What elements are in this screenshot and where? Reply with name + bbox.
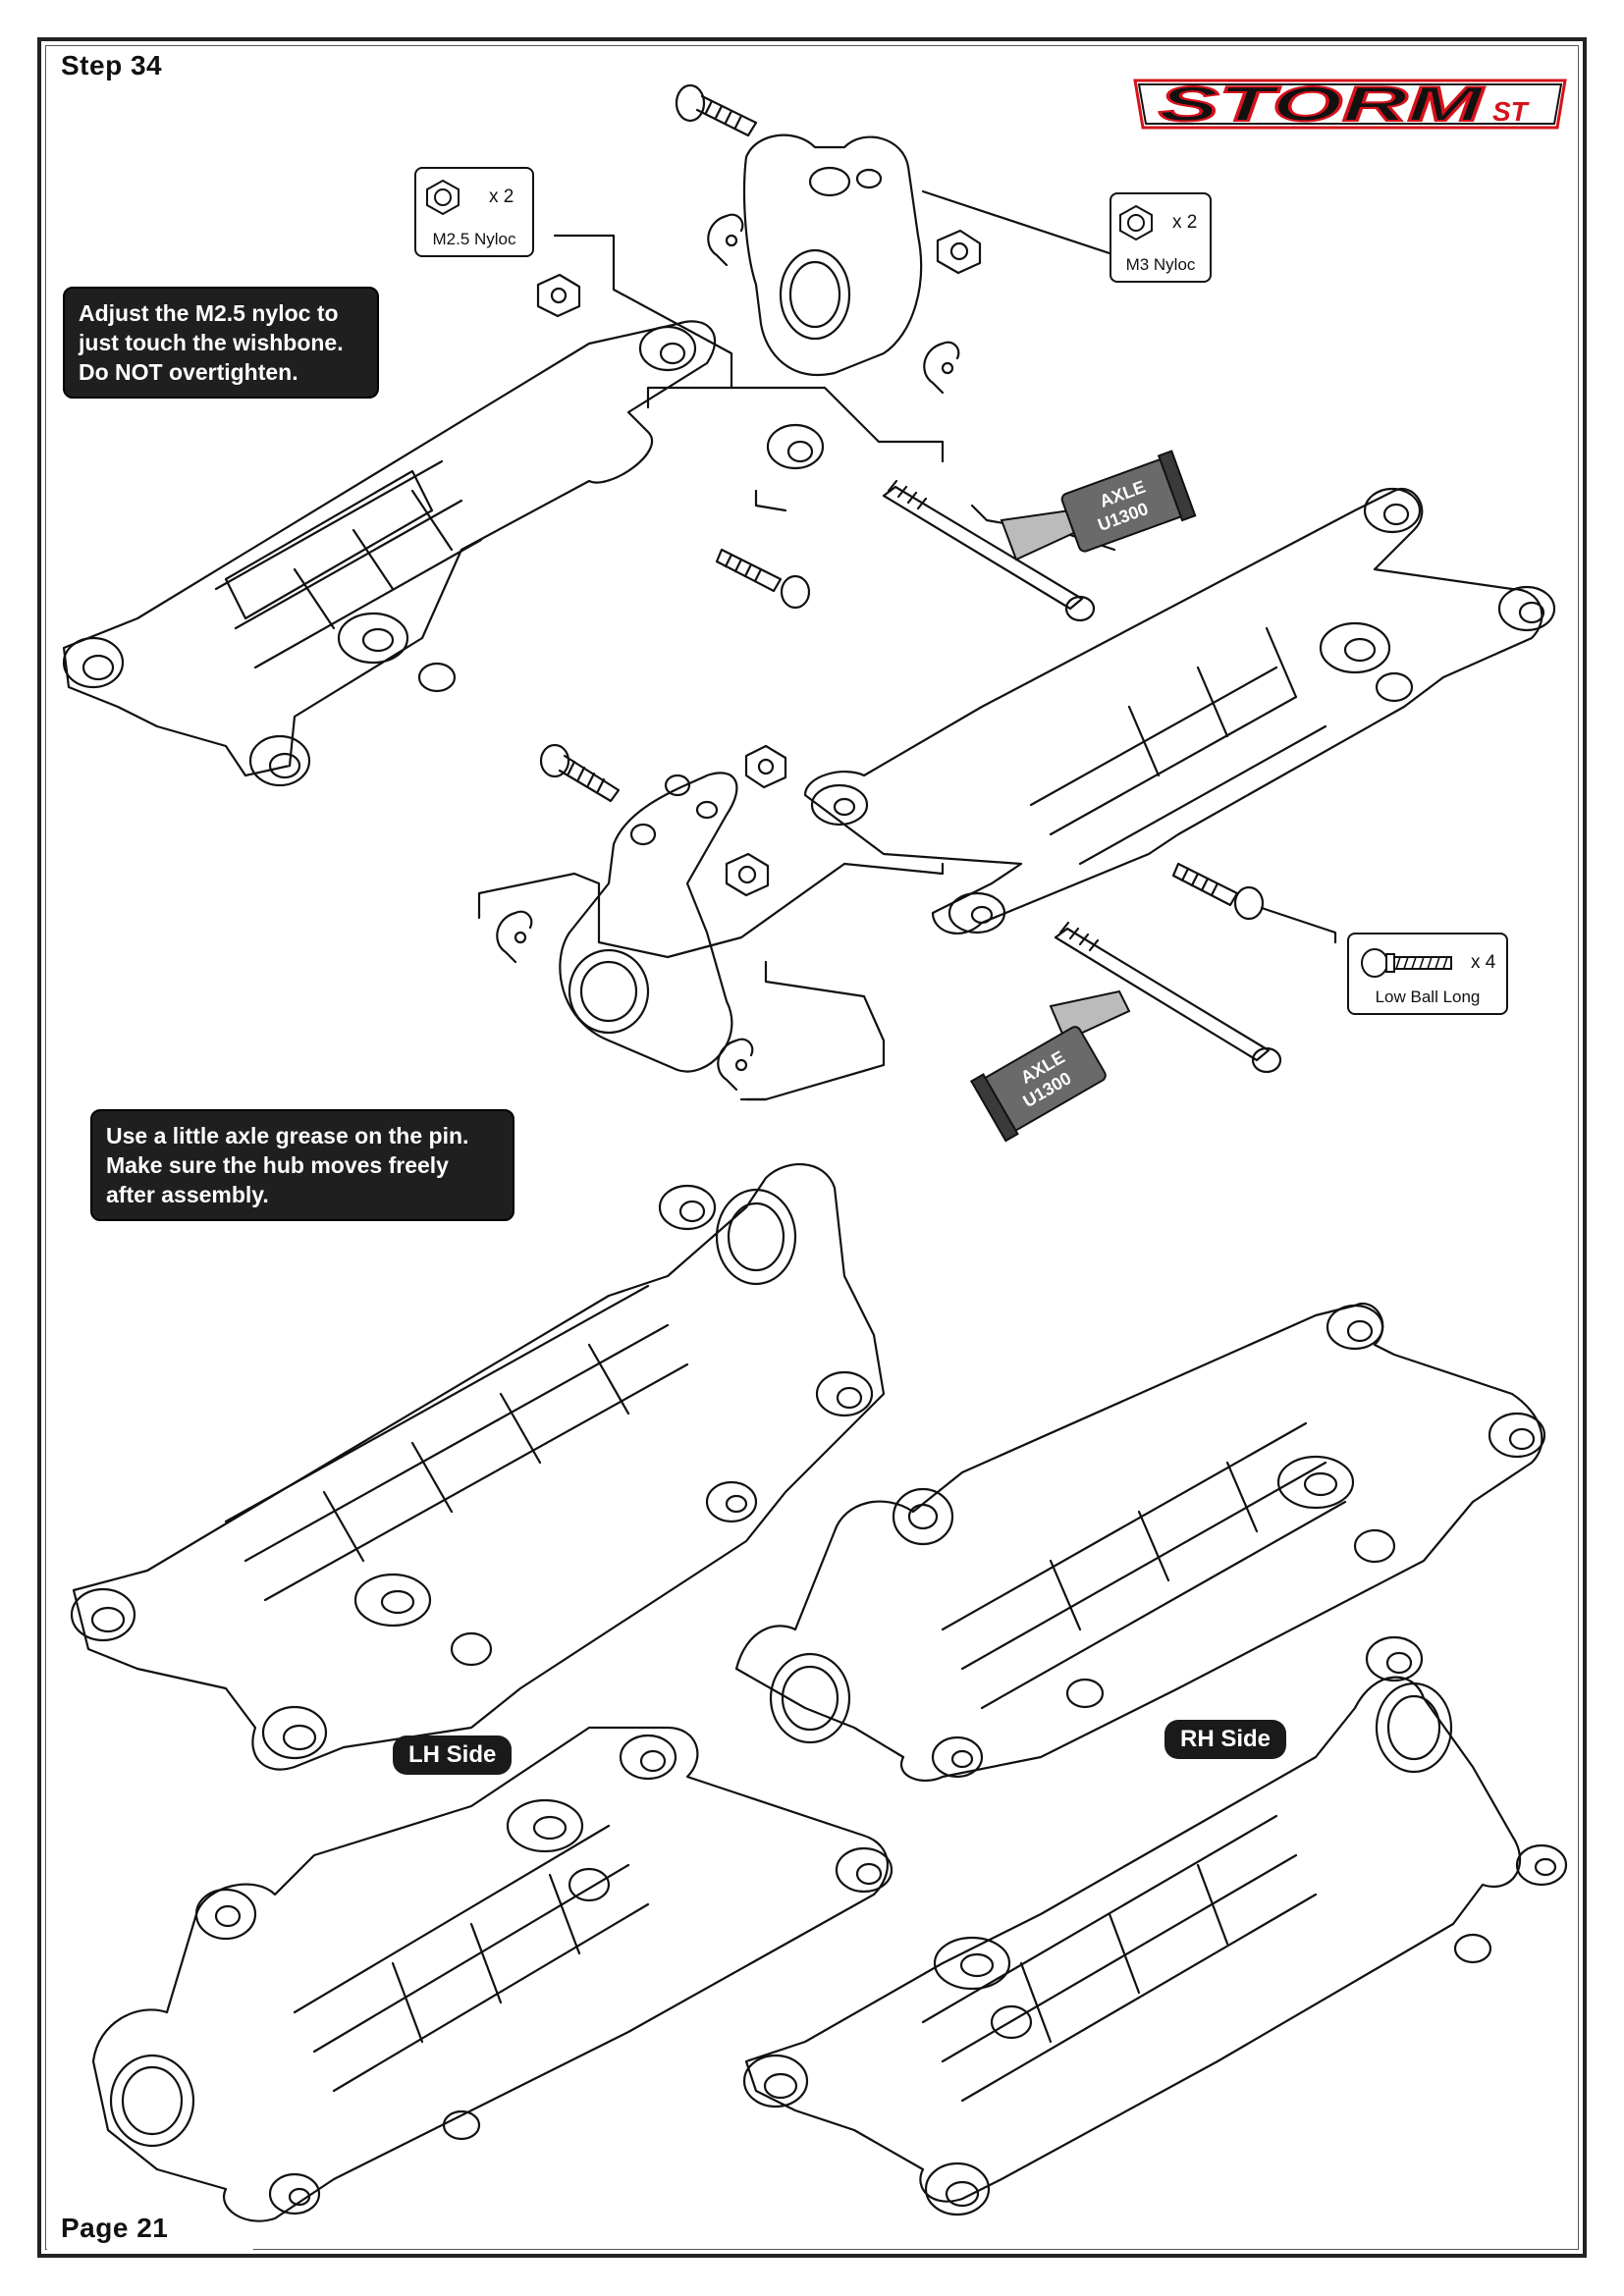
hinge-pin-top xyxy=(882,479,1096,622)
m25-nyloc-nut-top xyxy=(536,273,581,318)
ball-stud-mid-2 xyxy=(539,743,621,803)
m3-nyloc-name: M3 Nyloc xyxy=(1125,255,1196,274)
rh-side-label: RH Side xyxy=(1164,1720,1287,1759)
page-number: Page 21 xyxy=(47,2209,253,2250)
m3-nyloc-nut-mid-1 xyxy=(744,744,787,789)
callout-grease-line-1: Use a little axle grease on the pin. xyxy=(106,1123,469,1148)
e-clip-1 xyxy=(707,213,744,267)
ball-stud-mid-1 xyxy=(715,548,811,610)
part-box-m3-nyloc: x 2 M3 Nyloc xyxy=(1110,192,1212,283)
m3-nyloc-nut-mid-2 xyxy=(725,852,770,897)
logo-storm-text: STORM xyxy=(1159,77,1485,132)
wishbone-top-right xyxy=(803,487,1556,934)
assembled-lh-large xyxy=(70,1163,886,1771)
m25-nyloc-qty: x 2 xyxy=(489,187,514,207)
m25-nyloc-name: M2.5 Nyloc xyxy=(432,230,516,248)
callout-grease-line-2: Make sure the hub moves freely xyxy=(106,1152,449,1178)
storm-st-logo: STORM ST xyxy=(1133,76,1567,133)
part-box-m25-nyloc: x 2 M2.5 Nyloc xyxy=(414,167,534,257)
page-inner-border xyxy=(45,45,1579,2250)
e-clip-4 xyxy=(717,1038,754,1092)
callout-nyloc-line-1: Adjust the M2.5 nyloc to xyxy=(79,300,339,326)
ball-stud-mid-3 xyxy=(1171,862,1265,921)
m3-nyloc-nut-top xyxy=(936,229,982,275)
hinge-pin-mid xyxy=(1054,921,1282,1074)
ball-stud-icon xyxy=(1361,948,1452,978)
e-clip-2 xyxy=(923,341,960,395)
logo-st-text: ST xyxy=(1492,96,1531,127)
nyloc-nut-icon xyxy=(1119,204,1153,241)
wishbone-top-left xyxy=(62,320,825,787)
page-frame xyxy=(37,37,1587,2258)
ball-stud-top xyxy=(675,83,758,137)
low-ball-long-qty: x 4 xyxy=(1471,952,1496,973)
callout-grease-line-3: after assembly. xyxy=(106,1182,269,1207)
lh-side-label: LH Side xyxy=(393,1735,513,1775)
part-box-low-ball-long: x 4 Low Ball Long xyxy=(1347,933,1508,1015)
low-ball-long-name: Low Ball Long xyxy=(1375,988,1481,1006)
e-clip-3 xyxy=(496,910,533,964)
callout-axle-grease: Use a little axle grease on the pin. Mak… xyxy=(90,1109,514,1221)
callout-nyloc-line-2: just touch the wishbone. xyxy=(79,330,344,355)
grease-tube-bottom: AXLE U1300 xyxy=(969,989,1131,1143)
callout-nyloc-line-3: Do NOT overtighten. xyxy=(79,359,298,385)
callout-nyloc-adjust: Adjust the M2.5 nyloc to just touch the … xyxy=(63,287,379,399)
grease-tube-top: AXLE U1300 xyxy=(1000,450,1197,561)
m3-nyloc-qty: x 2 xyxy=(1172,212,1198,233)
step-label: Step 34 xyxy=(47,46,253,85)
assembled-rh-bottom xyxy=(742,1635,1568,2216)
assembled-lh-bottom xyxy=(91,1726,893,2222)
nyloc-nut-icon xyxy=(426,179,460,216)
hub-mid xyxy=(559,772,738,1073)
assembled-rh-large xyxy=(734,1303,1546,1782)
hub-top xyxy=(742,133,923,376)
